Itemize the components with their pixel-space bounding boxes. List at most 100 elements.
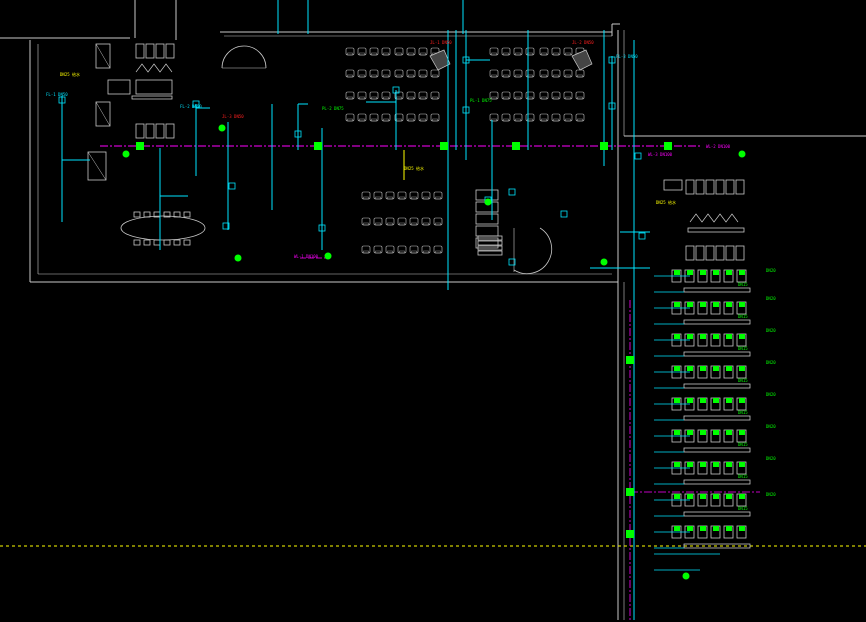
- chair-row-f2-seat: [435, 222, 441, 226]
- pod-node: [726, 302, 732, 307]
- pod-node: [700, 494, 706, 499]
- chair-block-c-seat: [491, 52, 497, 56]
- pod-node: [674, 334, 680, 339]
- pod-counter: [683, 479, 751, 485]
- chair-row-f1-seat: [387, 222, 393, 226]
- cad-label-l25: DN15: [738, 346, 748, 351]
- chair-block-b-seat: [408, 118, 414, 122]
- valve-node: [600, 142, 608, 150]
- chair-block-d: [563, 69, 573, 78]
- door-arc-2: [513, 227, 553, 275]
- chair-block-a-seat: [347, 118, 353, 122]
- chair-block-b-seat: [408, 52, 414, 56]
- chair-block-a-seat: [359, 74, 365, 78]
- chair-block-d-seat: [553, 96, 559, 100]
- fixture-node: [58, 96, 66, 104]
- chair-block-a-seat: [383, 74, 389, 78]
- chair-row-f2: [409, 217, 419, 226]
- chair-row-f1: [385, 217, 395, 226]
- cad-label-l3: DN25 给水: [404, 165, 424, 171]
- fixture-node: [560, 210, 568, 218]
- chair-row-e2: [409, 191, 419, 200]
- sink-counter: [135, 79, 173, 95]
- wc-pod-lower: [695, 245, 705, 261]
- chair-block-c: [489, 69, 499, 78]
- pod-node: [700, 526, 706, 531]
- chair-block-c-seat: [503, 118, 509, 122]
- cad-label-l28: DN15: [738, 442, 748, 447]
- pod-node: [739, 526, 745, 531]
- chair-block-c: [501, 69, 511, 78]
- chair-block-d: [539, 91, 549, 100]
- chair-block-b: [418, 113, 428, 122]
- pod-node: [713, 462, 719, 467]
- wc-stall-mid: [135, 123, 145, 139]
- cad-label-l22: DN20: [766, 492, 776, 497]
- chair-block-c: [501, 113, 511, 122]
- chair-block-c: [525, 91, 535, 100]
- chair-block-a: [381, 91, 391, 100]
- pod-node: [700, 302, 706, 307]
- chair-row-f2: [433, 217, 443, 226]
- sink-unit: [107, 79, 131, 95]
- chair-block-a-seat: [347, 96, 353, 100]
- chair-block-c: [525, 69, 535, 78]
- nodes-layer: [58, 56, 746, 580]
- chair-row-g1: [385, 245, 395, 254]
- cad-label-l2: DN25 给水: [656, 199, 676, 205]
- pod-node: [674, 302, 680, 307]
- fixture-node: [608, 56, 616, 64]
- chair-block-d: [551, 69, 561, 78]
- chair-block-d: [563, 91, 573, 100]
- pod-node: [739, 398, 745, 403]
- chair-row-g2: [421, 245, 431, 254]
- cad-label-l8: WL-2 DN100: [706, 144, 731, 149]
- chair-block-b-seat: [408, 96, 414, 100]
- chair-block-b-seat: [396, 52, 402, 56]
- cad-label-l24: DN15: [738, 314, 748, 319]
- chair-block-d-seat: [577, 96, 583, 100]
- chair-row-e1: [361, 191, 371, 200]
- sprinkler-node: [484, 198, 492, 206]
- chair-row-g1-seat: [387, 250, 393, 254]
- chair-row-e1-seat: [387, 196, 393, 200]
- pod-node: [739, 334, 745, 339]
- stair-step: [475, 237, 499, 249]
- chair-block-a: [345, 69, 355, 78]
- cad-label-l11: PL-2 DN75: [322, 106, 344, 111]
- shaft-2-x: [95, 101, 111, 127]
- chair-block-d: [551, 91, 561, 100]
- fixture-node: [228, 182, 236, 190]
- chair-block-d-seat: [565, 52, 571, 56]
- conf-chair-bottom: [153, 239, 161, 246]
- valve-node: [664, 142, 672, 150]
- chair-block-a-seat: [347, 52, 353, 56]
- bench-slat: [477, 240, 503, 246]
- conf-chair-bottom: [163, 239, 171, 246]
- valve-node: [512, 142, 520, 150]
- chair-block-b: [430, 113, 440, 122]
- chair-block-a-seat: [371, 74, 377, 78]
- chair-block-c: [501, 47, 511, 56]
- chair-block-a: [369, 113, 379, 122]
- chair-block-c: [513, 113, 523, 122]
- conf-chair-bottom: [183, 239, 191, 246]
- chair-block-d: [575, 113, 585, 122]
- equipment-2: [571, 49, 593, 71]
- urinal-zigzag: [135, 63, 173, 73]
- wc-stall-top: [155, 43, 165, 59]
- pod-node: [700, 398, 706, 403]
- chair-block-c-seat: [515, 96, 521, 100]
- chair-block-d-seat: [541, 118, 547, 122]
- chair-row-g1-seat: [399, 250, 405, 254]
- wc-pod-upper: [705, 179, 715, 195]
- cad-label-l15: DN20: [766, 268, 776, 273]
- chair-row-e1: [397, 191, 407, 200]
- conf-chair-top: [133, 211, 141, 218]
- chair-row-e1-seat: [363, 196, 369, 200]
- chair-block-b: [406, 47, 416, 56]
- chair-block-b: [430, 69, 440, 78]
- chair-row-e1: [373, 191, 383, 200]
- pod-node: [674, 270, 680, 275]
- cad-label-l20: DN20: [766, 424, 776, 429]
